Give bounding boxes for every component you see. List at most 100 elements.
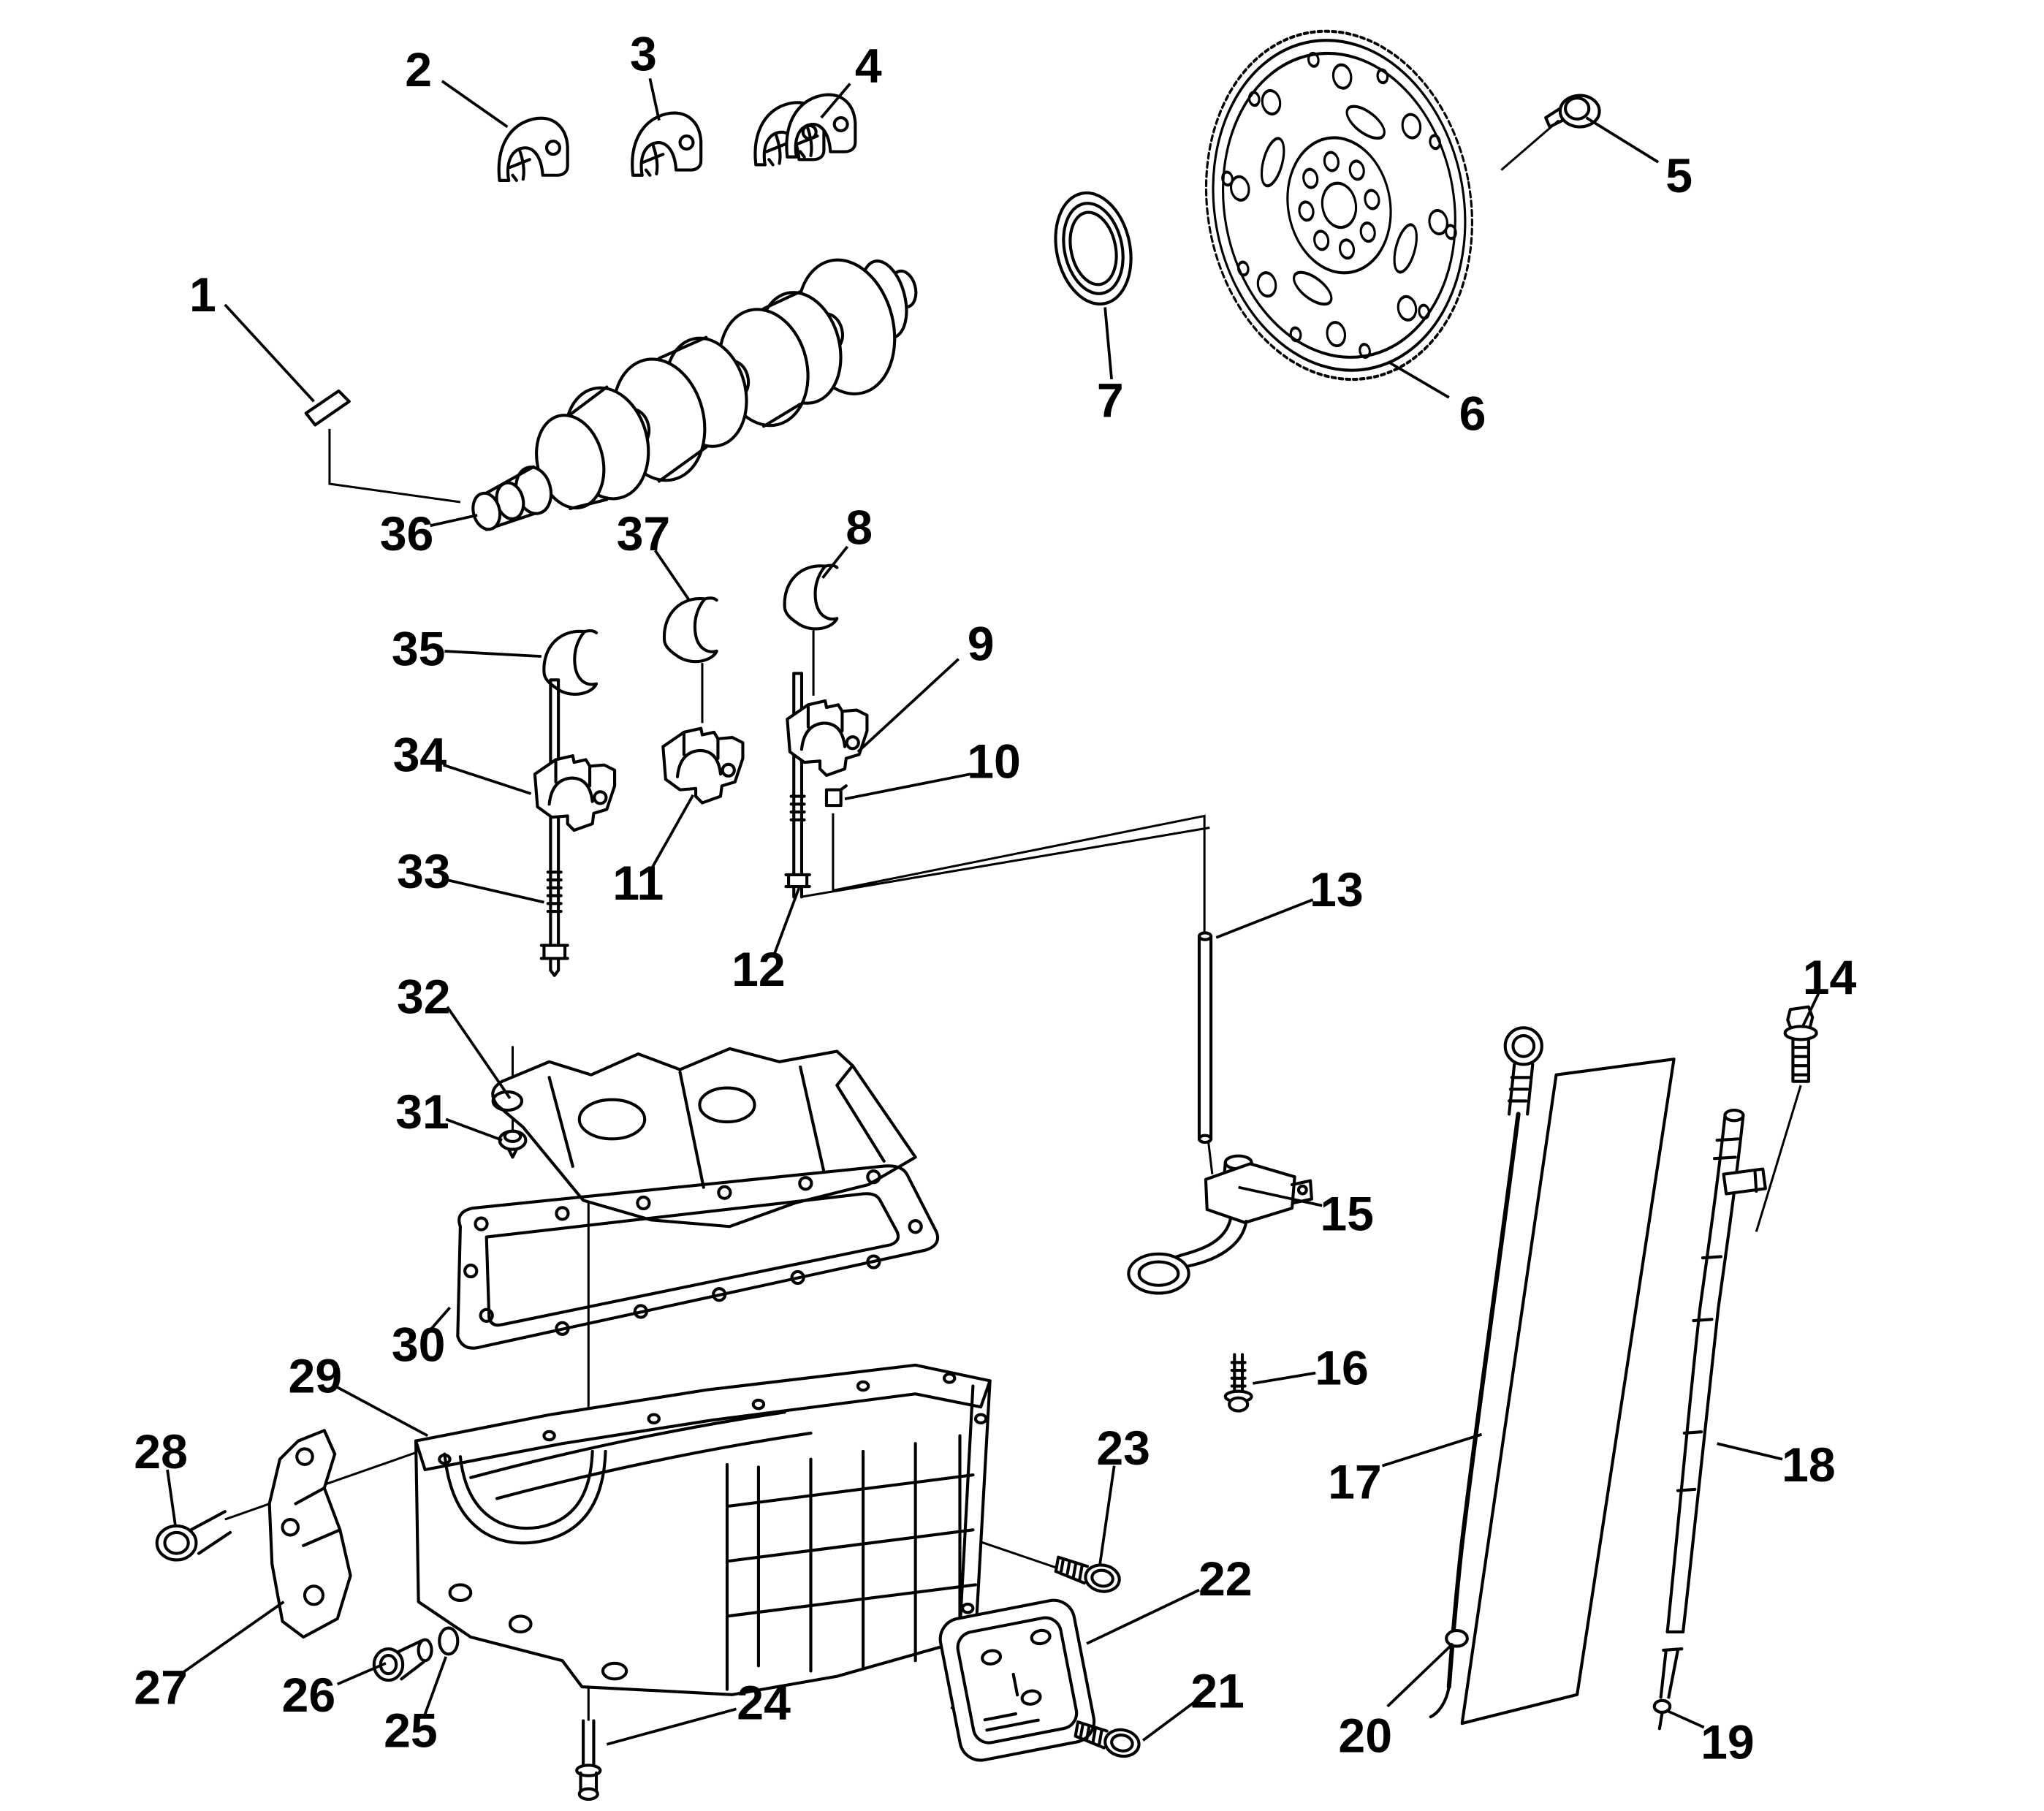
callout-3-crankshaft-bearing-upper: 3 bbox=[630, 28, 657, 82]
callout-33-bearing-cap-bolt: 33 bbox=[397, 845, 451, 899]
main-bearing-cap-11 bbox=[663, 729, 742, 803]
leader-line-37 bbox=[653, 550, 691, 601]
callout-29-oil-pan: 29 bbox=[288, 1349, 342, 1403]
leader-line-24 bbox=[606, 1707, 737, 1746]
leader-line-16 bbox=[1253, 1371, 1316, 1385]
callout-25-washer: 25 bbox=[384, 1704, 438, 1758]
flywheel bbox=[1204, 29, 1473, 381]
backing-panel bbox=[1460, 1058, 1676, 1725]
leader-line-8 bbox=[821, 545, 849, 579]
indicator-tube-bolt bbox=[1783, 1005, 1818, 1083]
callout-9-main-bearing-cap: 9 bbox=[968, 618, 995, 672]
leader-line-34 bbox=[443, 763, 532, 795]
callout-21-cover-bolt: 21 bbox=[1190, 1665, 1245, 1719]
callout-30-oil-pan-gasket: 30 bbox=[392, 1318, 446, 1373]
oil-pan-bracket bbox=[267, 1429, 352, 1639]
bearing-shell-2 bbox=[499, 118, 568, 181]
bearing-shell-8 bbox=[785, 566, 837, 629]
bracket-bolt bbox=[155, 1510, 232, 1562]
indicator-o-ring bbox=[1445, 1629, 1469, 1648]
leader-line-18 bbox=[1717, 1442, 1783, 1461]
callout-5-flywheel-bolt: 5 bbox=[1665, 149, 1692, 203]
leader-line-13 bbox=[1215, 898, 1314, 939]
leader-line-17 bbox=[1381, 1432, 1483, 1468]
oil-level-indicator bbox=[1429, 1026, 1543, 1719]
leader-line-21 bbox=[1141, 1701, 1195, 1742]
main-bearing-cap-9 bbox=[787, 701, 867, 775]
leader-line-10 bbox=[844, 772, 971, 801]
washer bbox=[438, 1626, 460, 1656]
leader-line-7 bbox=[1103, 307, 1113, 380]
leader-line-15 bbox=[1238, 1185, 1323, 1207]
callout-8-crankshaft-bearing-lower: 8 bbox=[846, 501, 873, 555]
windage-tray bbox=[491, 1047, 917, 1229]
callout-4-crankshaft-thrust-bearing: 4 bbox=[855, 39, 882, 94]
leader-line-33 bbox=[447, 878, 544, 904]
leader-line-19 bbox=[1665, 1709, 1705, 1729]
callout-20-indicator-o-ring: 20 bbox=[1338, 1709, 1392, 1763]
callout-34-main-bearing-cap: 34 bbox=[393, 729, 447, 783]
callout-14-indicator-tube-bolt: 14 bbox=[1803, 951, 1857, 1005]
leader-line-31 bbox=[445, 1117, 503, 1142]
leader-line-22 bbox=[1086, 1588, 1200, 1645]
callout-37-crankshaft-bearing-lower: 37 bbox=[617, 507, 671, 561]
leader-line-6 bbox=[1388, 360, 1450, 399]
leader-line-12 bbox=[772, 887, 801, 955]
leader-line-5 bbox=[1585, 116, 1660, 164]
oil-pump-drive-shaft bbox=[1197, 931, 1213, 1144]
bearing-cap-bolt-12 bbox=[784, 672, 811, 899]
callout-28-bracket-bolt: 28 bbox=[134, 1425, 188, 1479]
oil-pump-bolt bbox=[1223, 1353, 1253, 1413]
leader-line-1 bbox=[224, 303, 315, 403]
callout-31-windage-tray-bolt: 31 bbox=[395, 1085, 449, 1139]
callout-36-crankshaft: 36 bbox=[380, 507, 434, 561]
callout-19-indicator-tube-end: 19 bbox=[1701, 1715, 1755, 1769]
bearing-shell-37 bbox=[664, 598, 717, 661]
callout-6-flywheel: 6 bbox=[1459, 387, 1486, 441]
windage-tray-bolt bbox=[498, 1129, 528, 1159]
oil-pan-bolt-24 bbox=[575, 1719, 602, 1801]
leader-line-14 bbox=[1801, 992, 1820, 1029]
access-cover bbox=[938, 1598, 1096, 1762]
bearing-cap-bolt-33 bbox=[539, 678, 569, 977]
crankshaft-rear-oil-seal bbox=[1054, 191, 1133, 305]
callout-7-crankshaft-rear-oil-seal: 7 bbox=[1097, 374, 1124, 428]
callout-27-oil-pan-bracket: 27 bbox=[134, 1660, 188, 1715]
leader-line-32 bbox=[446, 1006, 512, 1099]
oil-pan-gasket bbox=[456, 1164, 940, 1350]
callout-18-oil-level-indicator-tube: 18 bbox=[1782, 1438, 1836, 1492]
leader-line-30 bbox=[430, 1306, 452, 1330]
crankshaft bbox=[471, 258, 918, 531]
leader-line-26 bbox=[336, 1662, 387, 1686]
bearing-shell-3 bbox=[632, 113, 701, 175]
callout-35-crankshaft-bearing-lower: 35 bbox=[392, 623, 446, 677]
callout-15-oil-pump: 15 bbox=[1320, 1188, 1374, 1242]
leader-line-36 bbox=[430, 514, 478, 528]
callout-26-oil-drain-plug: 26 bbox=[282, 1668, 336, 1723]
crankshaft-key bbox=[304, 389, 351, 427]
callout-2-crankshaft-bearing-upper: 2 bbox=[405, 43, 432, 97]
leader-line-29 bbox=[336, 1386, 429, 1438]
callout-32-windage-tray: 32 bbox=[397, 971, 451, 1025]
leader-line-20 bbox=[1386, 1642, 1454, 1708]
cover-bolt-21 bbox=[1074, 1722, 1141, 1758]
callout-17-oil-level-indicator: 17 bbox=[1328, 1455, 1382, 1509]
callout-11-main-bearing-cap: 11 bbox=[612, 857, 664, 911]
leader-line-25 bbox=[423, 1656, 447, 1715]
callout-12-bearing-cap-bolt: 12 bbox=[732, 943, 786, 997]
leader-line-11 bbox=[651, 794, 695, 868]
leader-line-27 bbox=[182, 1601, 285, 1674]
leader-line-35 bbox=[444, 650, 542, 658]
callout-10-bearing-cap-dowel: 10 bbox=[967, 735, 1021, 789]
callout-16-oil-pump-bolt: 16 bbox=[1315, 1342, 1369, 1396]
leader-line-2 bbox=[441, 80, 509, 129]
bearing-cap-dowel bbox=[824, 784, 848, 808]
thrust-bearing-4 bbox=[755, 95, 855, 165]
leader-line-3 bbox=[648, 77, 661, 121]
leader-line-23 bbox=[1098, 1465, 1116, 1565]
leader-line-4 bbox=[820, 83, 851, 119]
callout-13-oil-pump-drive-shaft: 13 bbox=[1310, 863, 1364, 917]
oil-pan bbox=[414, 1363, 992, 1696]
